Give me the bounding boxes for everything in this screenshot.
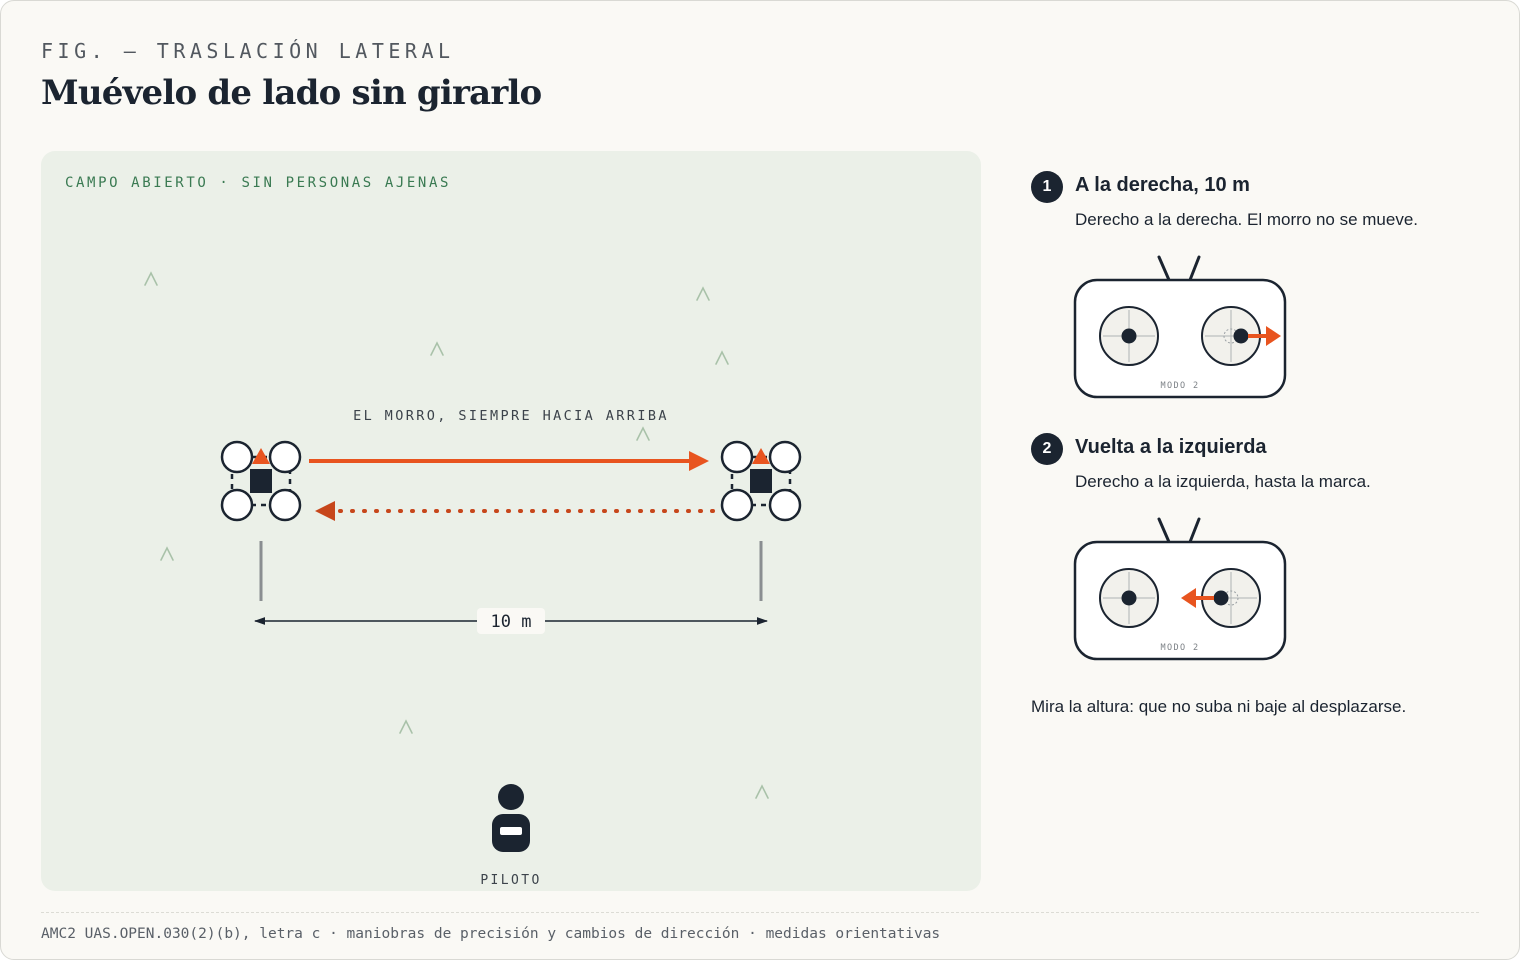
grass-tuft	[399, 719, 413, 734]
heading-note: EL MORRO, SIEMPRE HACIA ARRIBA	[353, 408, 669, 424]
pilot-label: PILOTO	[480, 873, 541, 888]
remote-mode-label: MODO 2	[1160, 381, 1199, 391]
antenna	[1157, 255, 1171, 282]
remote-mode-label: MODO 2	[1160, 643, 1199, 653]
grass-tuft	[715, 350, 729, 365]
grass-tuft	[636, 426, 650, 441]
field-diagram: CAMPO ABIERTO · SIN PERSONAS AJENAS EL M…	[41, 151, 981, 891]
page-title: Muévelo de lado sin girarlo	[41, 73, 542, 113]
step-2-badge: 2	[1031, 433, 1063, 465]
distance-label-box	[477, 608, 545, 634]
right-stick	[1201, 306, 1281, 366]
nose-indicator	[752, 448, 770, 464]
field-svg: CAMPO ABIERTO · SIN PERSONAS AJENAS EL M…	[65, 175, 802, 888]
grass-tuft	[160, 546, 174, 561]
remote-controller-step-2: MODO 2	[1073, 517, 1287, 661]
antenna	[1188, 255, 1201, 282]
antenna	[1188, 517, 1201, 544]
nose-indicator	[252, 448, 270, 464]
step-1-badge: 1	[1031, 171, 1063, 203]
step-1-title: A la derecha, 10 m	[1075, 174, 1250, 196]
step-1-description: Derecho a la derecha. El morro no se mue…	[1075, 210, 1419, 229]
distance-label: 10 m	[491, 612, 532, 632]
step-2-title: Vuelta a la izquierda	[1075, 436, 1267, 458]
drone-start	[220, 440, 302, 522]
grass-tuft	[696, 286, 710, 301]
altitude-note: Mira la altura: que no suba ni baje al d…	[1031, 697, 1407, 716]
remote-controller-step-1: MODO 2	[1073, 255, 1287, 399]
drone-end	[720, 440, 802, 522]
grass-tuft	[755, 784, 769, 799]
antenna	[1157, 517, 1171, 544]
figure-kicker: FIG. — TRASLACIÓN LATERAL	[41, 39, 455, 63]
pilot-icon	[492, 784, 530, 852]
right-stick	[1181, 568, 1261, 628]
left-stick	[1099, 568, 1159, 628]
left-stick	[1099, 306, 1159, 366]
grass-marks	[144, 271, 769, 799]
step-2-description: Derecho a la izquierda, hasta la marca.	[1075, 472, 1371, 491]
footer-divider	[41, 912, 1479, 913]
field-label: CAMPO ABIERTO · SIN PERSONAS AJENAS	[65, 175, 451, 191]
footer-reference: AMC2 UAS.OPEN.030(2)(b), letra c · manio…	[41, 926, 941, 942]
grass-tuft	[430, 341, 444, 356]
grass-tuft	[144, 271, 158, 286]
